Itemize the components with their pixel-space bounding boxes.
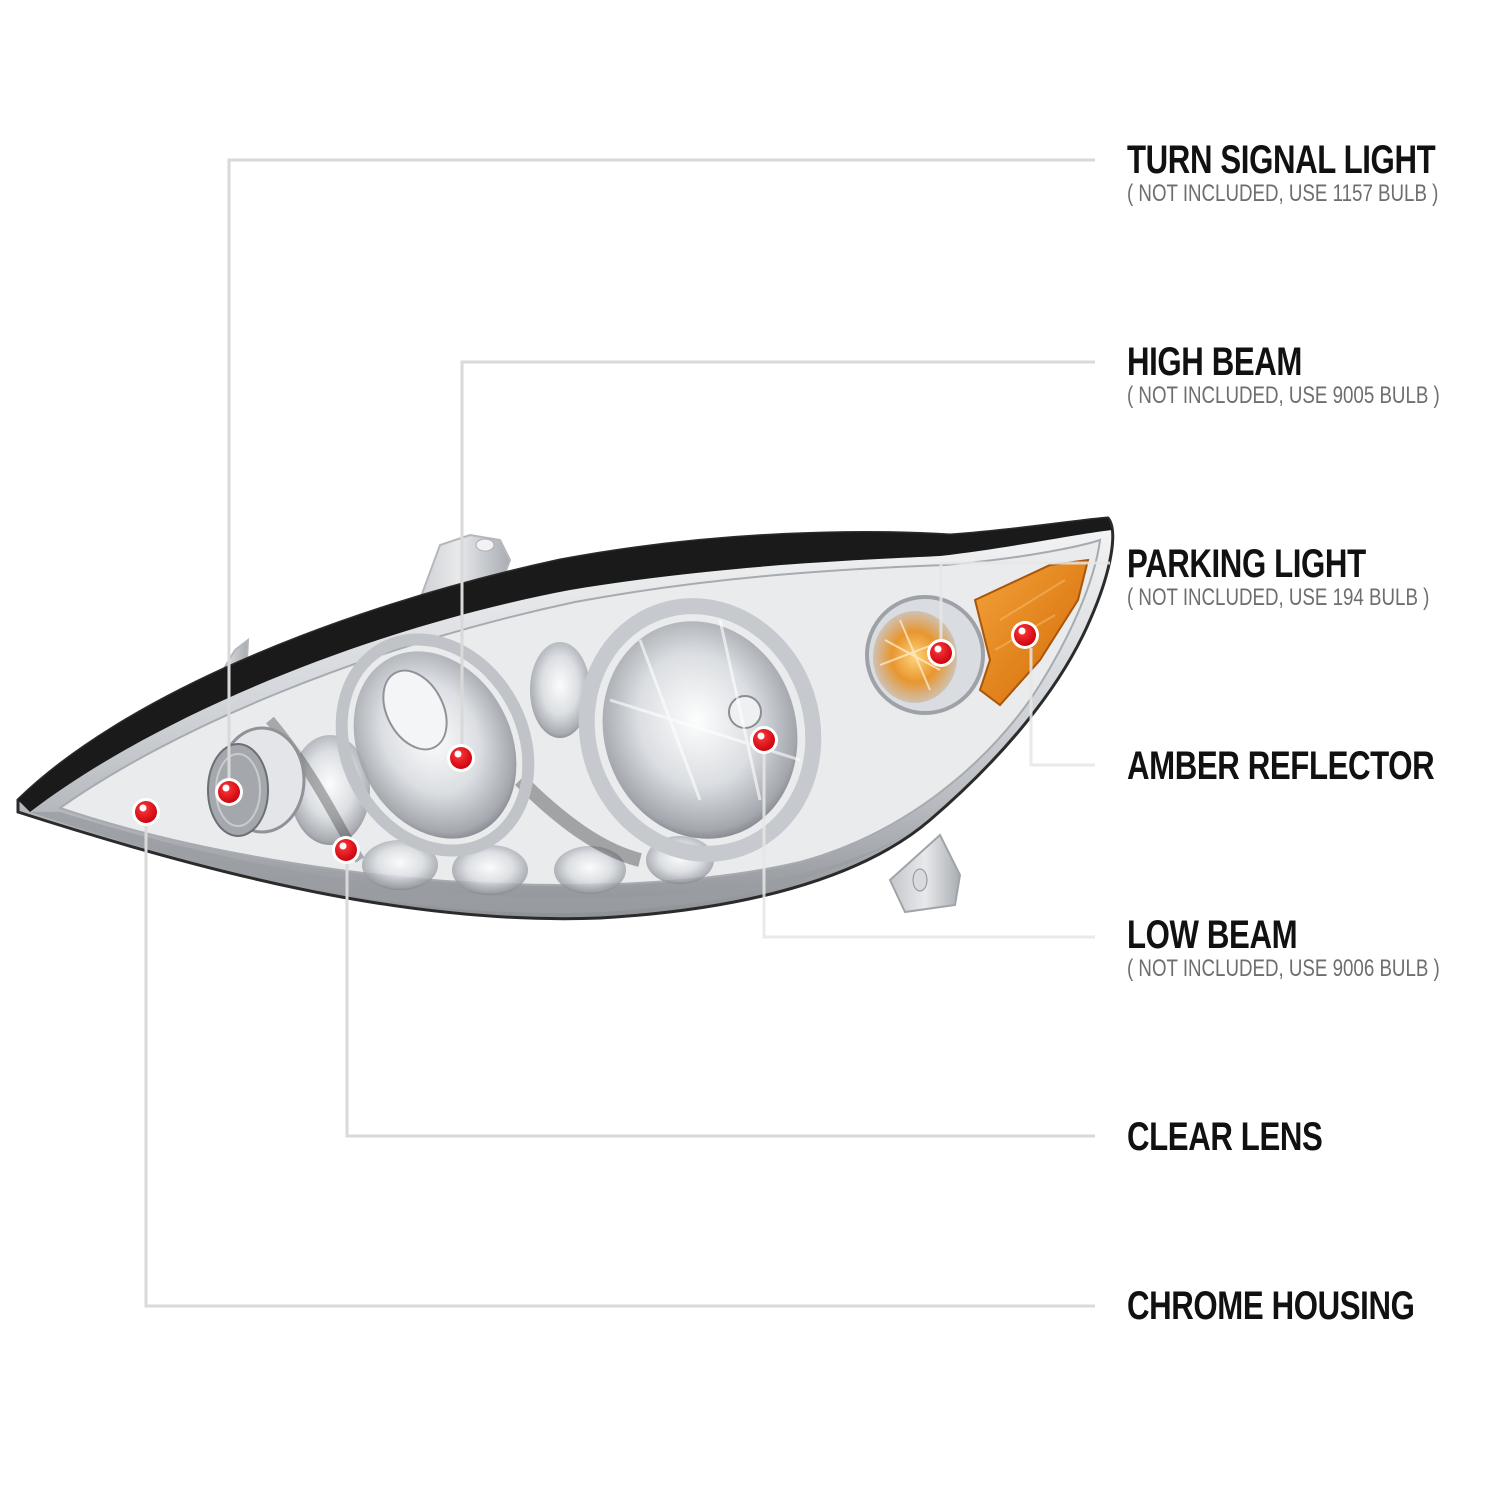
callout-title: HIGH BEAM [1127,340,1303,384]
marker-low-beam[interactable] [750,726,778,754]
callout-subtitle: ( NOT INCLUDED, USE 194 BULB ) [1127,584,1430,611]
callout-subtitle: ( NOT INCLUDED, USE 9006 BULB ) [1127,955,1440,982]
callout-title: AMBER REFLECTOR [1127,744,1435,788]
callout-title: CHROME HOUSING [1127,1284,1415,1328]
marker-chrome-housing[interactable] [132,798,160,826]
marker-clear-lens[interactable] [332,836,360,864]
marker-high-beam[interactable] [447,744,475,772]
callout-low-beam: LOW BEAM ( NOT INCLUDED, USE 9006 BULB ) [1127,915,1500,981]
callout-title: TURN SIGNAL LIGHT [1127,138,1436,182]
callout-chrome-housing: CHROME HOUSING [1127,1286,1496,1326]
callout-title: LOW BEAM [1127,913,1298,957]
leader-lines [144,158,1110,1308]
callout-subtitle: ( NOT INCLUDED, USE 9005 BULB ) [1127,382,1440,409]
marker-parking-light[interactable] [927,639,955,667]
marker-amber-reflector[interactable] [1011,621,1039,649]
callout-high-beam: HIGH BEAM ( NOT INCLUDED, USE 9005 BULB … [1127,342,1500,408]
callout-amber-reflector: AMBER REFLECTOR [1127,746,1500,786]
callout-clear-lens: CLEAR LENS [1127,1117,1378,1157]
callout-title: CLEAR LENS [1127,1115,1323,1159]
callout-subtitle: ( NOT INCLUDED, USE 1157 BULB ) [1127,180,1439,207]
callout-turn-signal-light: TURN SIGNAL LIGHT ( NOT INCLUDED, USE 11… [1127,140,1500,206]
marker-turn-signal-light[interactable] [215,778,243,806]
hotspot-markers [132,621,1039,864]
reflector-bowls [207,558,1090,895]
callout-parking-light: PARKING LIGHT ( NOT INCLUDED, USE 194 BU… [1127,544,1500,610]
callout-title: PARKING LIGHT [1127,542,1366,586]
